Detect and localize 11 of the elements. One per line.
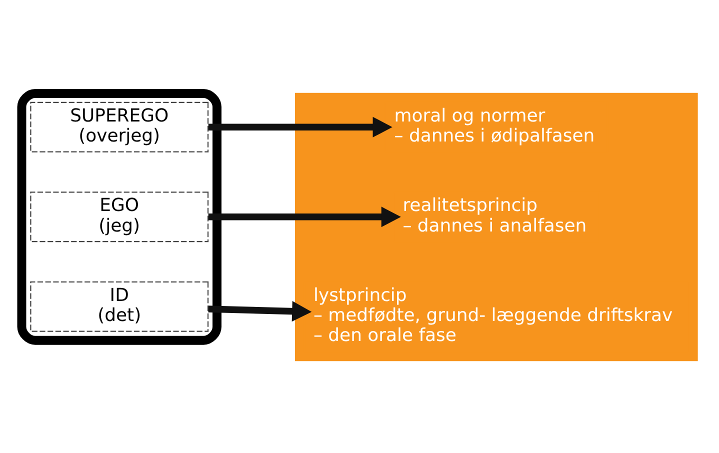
node-box: ID (det): [30, 280, 209, 332]
arrow: [208, 300, 312, 322]
arrow: [208, 206, 401, 227]
node-text: realitetsprincip – dannes i analfasen: [402, 194, 587, 236]
arrow: [208, 116, 392, 137]
node-text: moral og normer – dannes i ødipalfasen: [394, 104, 595, 146]
cluster: [17, 88, 222, 344]
node-box: EGO (jeg): [30, 191, 209, 242]
cluster: [294, 92, 698, 361]
node-box: SUPEREGO (overjeg): [30, 101, 209, 152]
node-text: lystprincip – medfødte, grund- læggende driftskrav – den orale fase: [313, 284, 673, 346]
